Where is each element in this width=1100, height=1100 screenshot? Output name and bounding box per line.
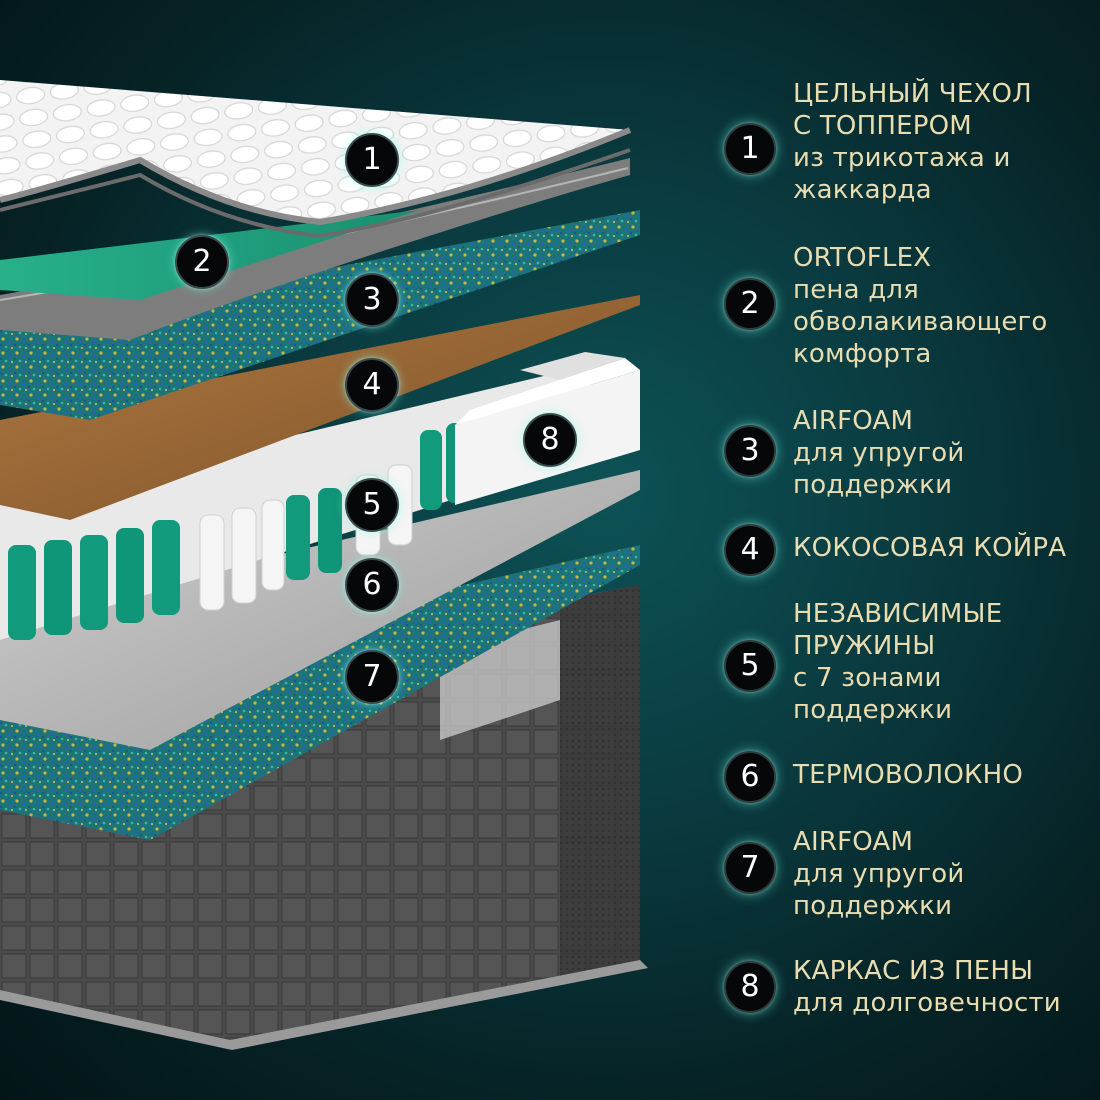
legend-title-7: AIRFOAM [793, 827, 914, 857]
legend-desc-7-line-1: для упругой [793, 859, 965, 889]
callout-2: 2 [175, 235, 229, 289]
layer-springs [0, 365, 590, 640]
legend-desc-1-line-1: из трикотажа и [793, 143, 1011, 173]
legend-number-4: 4 [724, 524, 776, 576]
legend-desc-7-line-2: поддержки [793, 891, 953, 921]
legend-title-5-line-2: ПРУЖИНЫ [793, 631, 936, 661]
callout-7: 7 [345, 650, 399, 704]
layer-quilted-topper [0, 80, 632, 239]
legend-desc-5-line-1: с 7 зонами [793, 663, 942, 693]
legend-title-1-line-2: С ТОППЕРОМ [793, 111, 972, 141]
legend-title-3: AIRFOAM [793, 406, 914, 436]
legend-title-6: ТЕРМОВОЛОКНО [793, 760, 1024, 790]
legend-desc-5-line-2: поддержки [793, 695, 953, 725]
legend-desc-3-line-2: поддержки [793, 470, 953, 500]
legend-title-2: ORTOFLEX [793, 243, 932, 273]
legend-desc-2-line-3: комфорта [793, 339, 932, 369]
legend-desc-1-line-2: жаккарда [793, 175, 932, 205]
legend-desc-8: для долговечности [793, 988, 1061, 1018]
layer-airfoam-upper [0, 210, 640, 420]
legend-number-8: 8 [724, 961, 776, 1013]
legend-title-8: КАРКАС ИЗ ПЕНЫ [793, 956, 1034, 986]
legend-desc-2-line-2: обволакивающего [793, 307, 1048, 337]
layer-thermo-fiber [0, 470, 640, 750]
legend-number-7: 7 [724, 842, 776, 894]
legend-title-1-line-1: ЦЕЛЬНЫЙ ЧЕХОЛ [793, 79, 1032, 109]
legend-title-4: КОКОСОВАЯ КОЙРА [793, 533, 1067, 563]
layer-airfoam-lower [0, 545, 640, 840]
callout-1: 1 [345, 133, 399, 187]
legend-number-3: 3 [724, 425, 776, 477]
legend-title-5-line-1: НЕЗАВИСИМЫЕ [793, 599, 1003, 629]
legend-number-1: 1 [724, 123, 776, 175]
layer-coconut-coir [0, 295, 640, 520]
legend-desc-3-line-1: для упругой [793, 438, 965, 468]
callout-3: 3 [345, 273, 399, 327]
legend-desc-2-line-1: пена для [793, 275, 920, 305]
callout-8: 8 [523, 413, 577, 467]
callout-5: 5 [345, 478, 399, 532]
callout-4: 4 [345, 358, 399, 412]
legend-number-2: 2 [724, 278, 776, 330]
callout-6: 6 [345, 558, 399, 612]
legend-number-6: 6 [724, 751, 776, 803]
legend-number-5: 5 [724, 640, 776, 692]
